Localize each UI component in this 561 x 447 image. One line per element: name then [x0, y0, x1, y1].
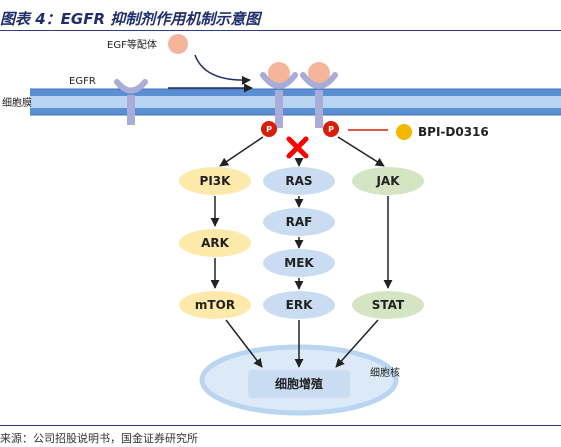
pathway-node-ark	[179, 229, 251, 257]
ligand-icon	[168, 34, 188, 54]
proliferation-label: 细胞增殖	[275, 376, 323, 391]
bound-ligand-icon	[308, 62, 330, 84]
bound-ligand-icon	[268, 62, 290, 84]
pathway-arrow	[337, 136, 385, 167]
pathway-node-label: MEK	[284, 256, 314, 270]
pathway-arrow	[225, 319, 263, 368]
pathway-node-erk	[263, 291, 335, 319]
pathway-node-label: RAF	[286, 215, 313, 229]
ligand-binding-arrow	[194, 54, 251, 85]
inhibitor-icon	[396, 124, 412, 140]
phospho-site-right: P	[323, 121, 339, 137]
pathway-node-stat	[352, 291, 424, 319]
title-rule	[0, 30, 561, 31]
membrane-label: 细胞膜	[2, 96, 32, 109]
pathway-node-ras	[263, 167, 335, 195]
pathway-node-jak	[352, 167, 424, 195]
inhibitor-label: BPI-D0316	[418, 125, 489, 139]
source-rule	[0, 425, 561, 426]
figure-title: 图表 4：EGFR 抑制剂作用机制示意图	[0, 10, 261, 28]
phospho-label: P	[266, 125, 272, 134]
pathway-node-mtor	[179, 291, 251, 319]
phospho-site-left: P	[261, 121, 277, 137]
source-note: 来源：公司招股说明书，国金证券研究所	[0, 432, 198, 445]
pathway-node-label: ARK	[201, 236, 230, 250]
pathway-node-pi3k	[179, 167, 251, 195]
pathway-node-mek	[263, 249, 335, 277]
proliferation-box	[248, 370, 350, 398]
pathway-node-label: STAT	[372, 298, 405, 312]
membrane-inner-band	[30, 96, 561, 108]
pathway-node-label: JAK	[375, 174, 400, 188]
pathway-node-label: RAS	[285, 174, 312, 188]
pathway-node-label: mTOR	[195, 298, 235, 312]
pathway-node-label: PI3K	[200, 174, 232, 188]
pathway-arrow	[335, 319, 379, 368]
blocked-signal-icon	[286, 136, 309, 159]
phospho-label: P	[328, 125, 334, 134]
cell-membrane	[30, 88, 561, 116]
pathway-node-label: ERK	[286, 298, 313, 312]
egfr-dimer-icon	[260, 62, 338, 128]
egfr-monomer-icon	[114, 79, 148, 125]
receptor-label: EGFR	[69, 76, 96, 87]
ligand-label: EGF等配体	[107, 38, 157, 51]
pathway-node-raf	[263, 208, 335, 236]
nucleus-label: 细胞核	[370, 366, 400, 379]
pathway-arrow	[219, 136, 264, 167]
